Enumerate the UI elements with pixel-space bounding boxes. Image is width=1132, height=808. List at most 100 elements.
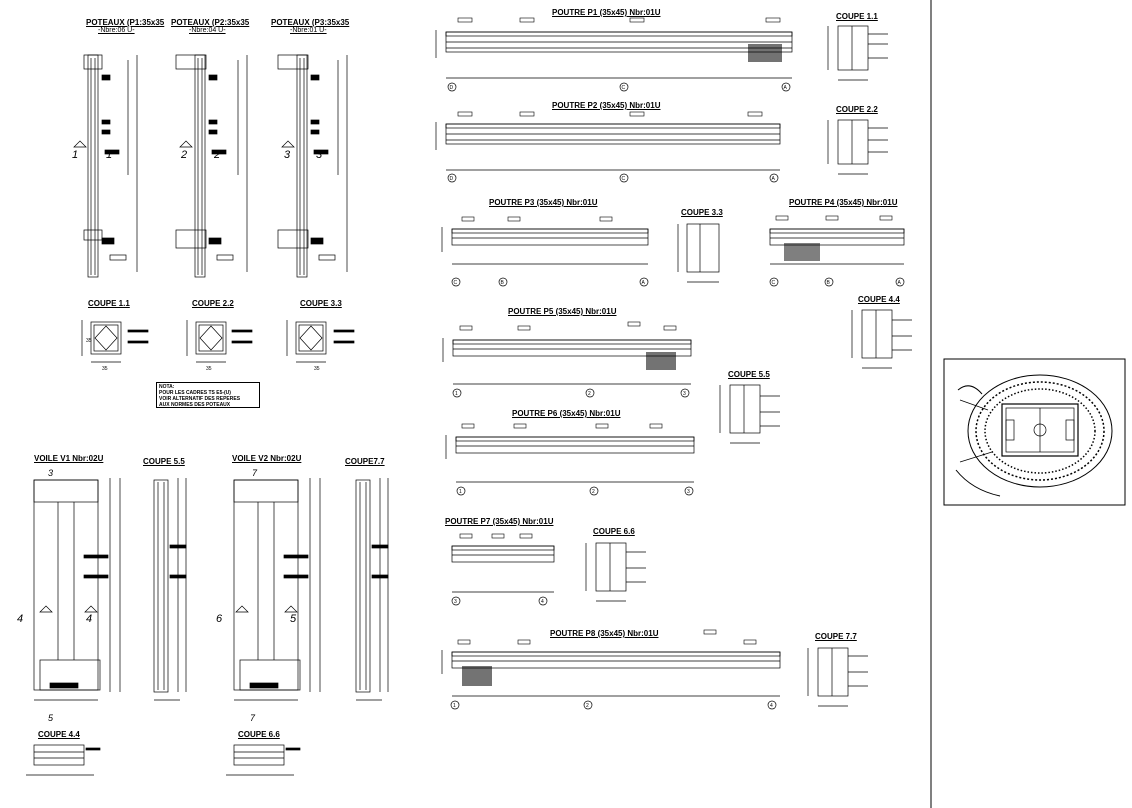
wall-v2-section-mark: 6 [216,613,223,625]
section-dim: 35 [206,366,212,372]
beam-p6-section-title: COUPE 5.5 [728,370,770,379]
beam-p6-title: POUTRE P6 (35x45) Nbr:01U [512,409,621,418]
beam-p5-axes: 1 2 3 [452,388,690,398]
beam-p2-section-title: COUPE 2.2 [836,105,878,114]
axis-label: C [622,85,626,91]
axis-label: A [642,280,646,286]
beam-p8-section-title: COUPE 7.7 [815,632,857,641]
general-note: NOTA: POUR LES CADRES TS E5-(U) VOIR ALT… [156,382,260,408]
column-elevation-p2 [175,54,248,278]
column-elevation-p1 [73,54,138,278]
wall-v1-title: VOILE V1 Nbr:02U [34,454,104,463]
wall-v2-elevation [233,478,321,701]
axis-label: C [622,176,626,182]
beam-p1-title: POUTRE P1 (35x45) Nbr:01U [552,8,661,17]
axis-label: 2 [592,489,595,495]
column-p2-section-mark: 2 [180,149,187,161]
column-p2-count: -Nbre:04 U- [189,27,226,34]
column-p3-section-mark: 3 [316,149,323,161]
beam-p3-axes: C B A [451,277,649,287]
axis-label: 3 [454,599,457,605]
wall-v1-base-section [26,744,101,776]
beam-p7-title: POUTRE P7 (35x45) Nbr:01U [445,517,554,526]
beam-p7-elevation [451,545,555,593]
beam-p4-title: POUTRE P4 (35x45) Nbr:01U [789,198,898,207]
axis-label: 1 [453,703,456,709]
axis-label: 2 [588,391,591,397]
column-p2-title: POTEAUX (P2:35x35 [171,18,250,27]
axis-label: 3 [687,489,690,495]
column-p3-title: POTEAUX (P3:35x35 [271,18,350,27]
column-section-2-title: COUPE 2.2 [192,299,234,308]
axis-label: D [450,176,454,182]
wall-v2-section [355,478,389,701]
axis-label: B [827,280,831,286]
beam-p8-axes: 1 2 4 [450,700,777,710]
column-p3-section-mark: 3 [284,149,291,161]
beam-p3-section [677,223,720,283]
wall-v1-base-section-title: COUPE 4.4 [38,730,80,739]
wall-v1-section-mark: 4 [17,613,23,625]
axis-label: 4 [770,703,773,709]
beam-p6-axes: 1 2 3 [456,486,694,496]
column-section-3: 35 [286,320,355,372]
beam-p1-section [827,25,888,81]
column-section-1: 35 35 [81,320,149,372]
column-section-3-title: COUPE 3.3 [300,299,342,308]
beam-p6-elevation [445,435,695,483]
beam-p3-title: POUTRE P3 (35x45) Nbr:01U [489,198,598,207]
wall-v1-section-mark: 5 [48,713,54,723]
axis-label: 2 [586,703,589,709]
axis-label: C [772,280,776,286]
beam-p3-elevation [441,227,649,265]
wall-v2-section-title: COUPE7.7 [345,457,385,466]
column-elevation-p3 [277,54,348,278]
beam-p1-axes: D C A [447,82,791,92]
wall-v2-section-mark: 7 [252,468,258,478]
axis-label: D [450,85,454,91]
axis-label: 1 [459,489,462,495]
column-p3-count: -Nbre:01 U- [290,27,327,34]
beam-p5-section-title: COUPE 4.4 [858,295,900,304]
axis-label: A [898,280,902,286]
beam-p1-elevation [435,30,793,79]
beam-p8-title: POUTRE P8 (35x45) Nbr:01U [550,629,659,638]
wall-v2-title: VOILE V2 Nbr:02U [232,454,302,463]
beam-p4-elevation [769,228,905,265]
beam-p8-section [807,647,868,707]
beam-p5-elevation [442,338,692,385]
note-line: AUX NORMES DES POTEAUX [159,402,231,408]
beam-p2-title: POUTRE P2 (35x45) Nbr:01U [552,101,661,110]
section-dim: 35 [102,366,108,372]
column-p1-section-mark: 1 [106,149,112,161]
axis-label: 4 [541,599,544,605]
axis-label: B [501,280,505,286]
beam-p1-section-title: COUPE 1.1 [836,12,878,21]
beam-p5-title: POUTRE P5 (35x45) Nbr:01U [508,307,617,316]
beam-p4-axes: C B A [769,277,905,287]
axis-label: 3 [683,391,686,397]
wall-v1-section-mark: 4 [86,613,92,625]
wall-v1-elevation [33,478,121,701]
wall-v1-section-title: COUPE 5.5 [143,457,185,466]
beam-p7-section-title: COUPE 6.6 [593,527,635,536]
beam-p2-elevation [435,122,781,171]
beam-p5-section [851,309,912,369]
wall-v2-base-section-title: COUPE 6.6 [238,730,280,739]
beam-p6-section [719,384,780,444]
axis-label: 1 [455,391,458,397]
beam-p2-axes: D C A [447,173,779,183]
wall-v1-section [153,478,187,701]
wall-v2-section-mark: 7 [250,713,256,723]
axis-label: A [772,176,776,182]
section-dim: 35 [314,366,320,372]
column-p1-count: -Nbre:06 U- [98,27,135,34]
column-p2-section-mark: 2 [213,149,220,161]
column-section-1-title: COUPE 1.1 [88,299,130,308]
note-line: POUR LES CADRES TS E5-(U) [159,390,231,396]
beam-p7-axes: 3 4 [451,596,548,606]
wall-v1-section-mark: 3 [48,468,53,478]
wall-v2-base-section [226,744,301,776]
section-dim: 35 [86,338,92,344]
